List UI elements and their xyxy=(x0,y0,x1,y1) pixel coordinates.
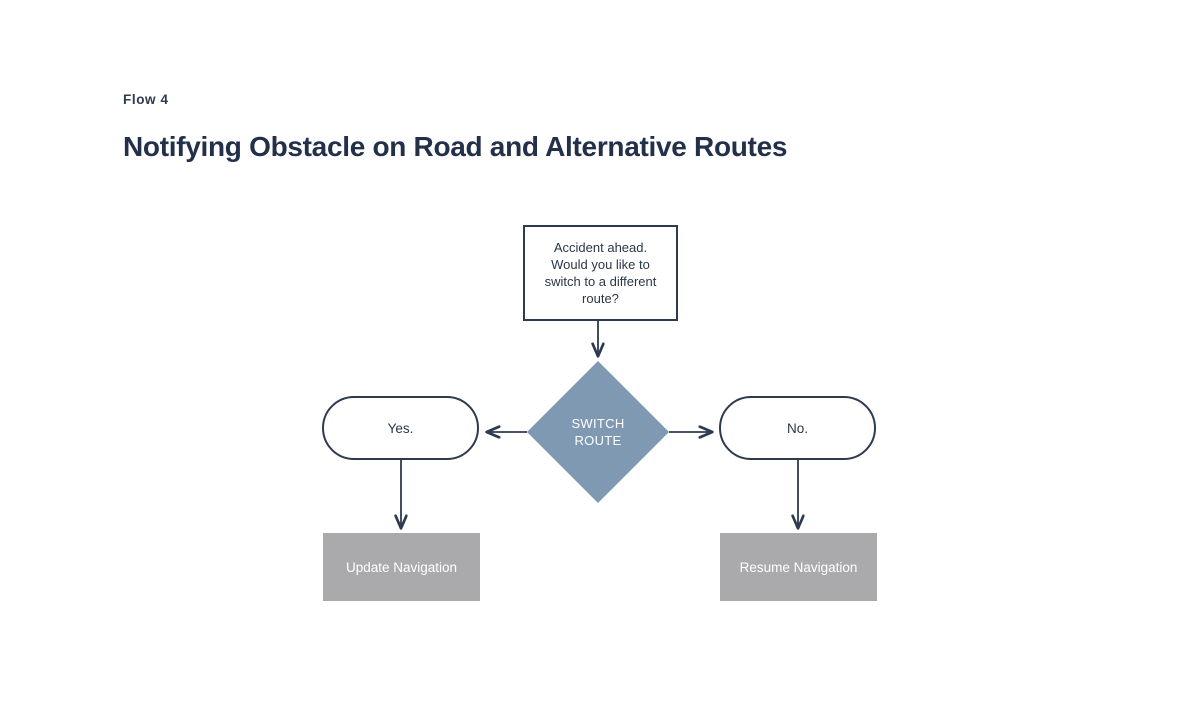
prompt-message-text: Accident ahead. Would you like to switch… xyxy=(545,239,657,307)
prompt-line-4: route? xyxy=(582,291,619,306)
resume-navigation-label: Resume Navigation xyxy=(739,559,858,575)
prompt-message-node[interactable]: Accident ahead. Would you like to switch… xyxy=(523,225,678,321)
flow-eyebrow-label: Flow 4 xyxy=(123,92,169,107)
no-option-node[interactable]: No. xyxy=(719,396,876,460)
no-option-label: No. xyxy=(786,420,808,436)
prompt-line-1: Accident ahead. xyxy=(553,240,648,255)
update-navigation-label: Update Navigation xyxy=(345,559,458,575)
update-navigation-node[interactable]: Update Navigation xyxy=(323,533,480,601)
page-title: Notifying Obstacle on Road and Alternati… xyxy=(123,131,788,163)
page-header: Flow 4 Notifying Obstacle on Road and Al… xyxy=(123,92,787,164)
resume-navigation-node[interactable]: Resume Navigation xyxy=(720,533,877,601)
prompt-line-3: switch to a different xyxy=(544,274,657,289)
decision-diamond-shape[interactable] xyxy=(527,361,669,503)
yes-option-label: Yes. xyxy=(387,420,414,436)
prompt-line-2: Would you like to xyxy=(551,257,650,272)
yes-option-node[interactable]: Yes. xyxy=(322,396,479,460)
